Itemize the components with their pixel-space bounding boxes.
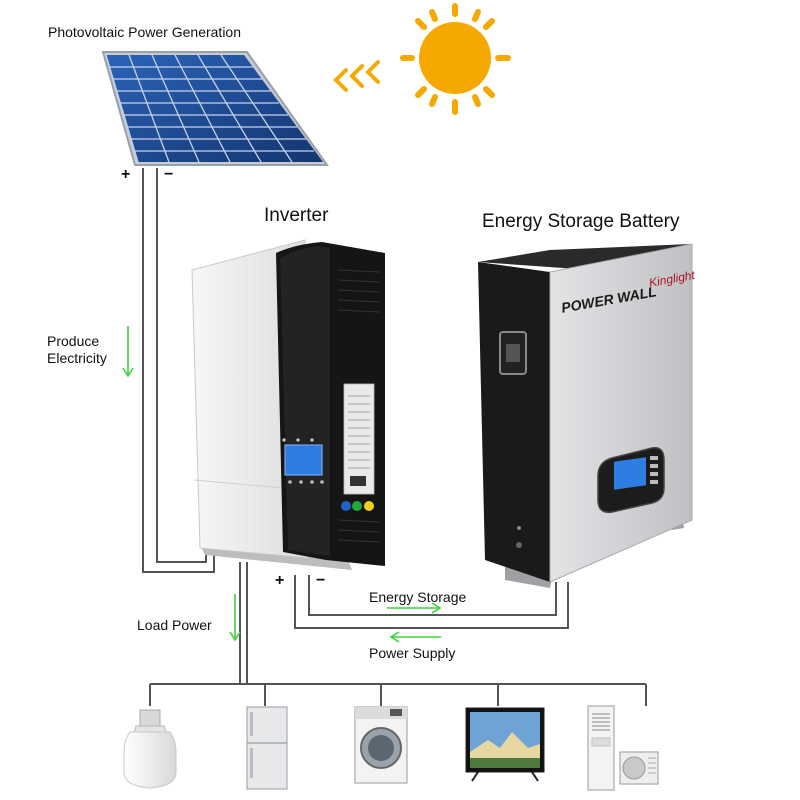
inverter-lcd-screen bbox=[284, 444, 323, 476]
inverter-negative-terminal: − bbox=[316, 572, 326, 589]
solar-panel bbox=[101, 51, 329, 166]
battery-label: Energy Storage Battery bbox=[482, 211, 680, 232]
television-icon bbox=[465, 707, 545, 782]
pv-negative-terminal: − bbox=[164, 166, 174, 183]
battery-lcd-screen bbox=[614, 457, 646, 490]
air-conditioner-icon bbox=[587, 705, 659, 791]
refrigerator-icon bbox=[246, 706, 288, 790]
battery-unit bbox=[478, 243, 693, 588]
wiring bbox=[142, 168, 647, 706]
energy-storage-label: Energy Storage bbox=[369, 589, 467, 605]
terminal-blue-icon bbox=[341, 501, 351, 511]
power-supply-label: Power Supply bbox=[369, 645, 456, 661]
pv-generation-label: Photovoltaic Power Generation bbox=[48, 24, 241, 40]
inverter-label: Inverter bbox=[264, 205, 329, 226]
flow-arrows bbox=[122, 326, 442, 643]
inverter-positive-terminal: + bbox=[275, 572, 285, 589]
produce-label-line1: Produce bbox=[47, 333, 100, 349]
load-arrow-icon bbox=[229, 594, 241, 642]
light-bulb-icon bbox=[123, 709, 177, 789]
inverter-unit bbox=[191, 239, 385, 570]
supply-arrow-icon bbox=[389, 631, 441, 643]
terminal-yellow-icon bbox=[364, 501, 374, 511]
pv-positive-terminal: + bbox=[121, 166, 131, 183]
load-power-label: Load Power bbox=[137, 617, 212, 633]
sun-icon bbox=[400, 3, 511, 115]
storage-arrow-icon bbox=[387, 602, 442, 614]
sunlight-chevrons-icon bbox=[333, 60, 380, 92]
produce-arrow-icon bbox=[122, 326, 134, 378]
produce-label-line2: Electricity bbox=[47, 350, 107, 366]
washing-machine-icon bbox=[354, 706, 408, 784]
terminal-green-icon bbox=[352, 501, 362, 511]
